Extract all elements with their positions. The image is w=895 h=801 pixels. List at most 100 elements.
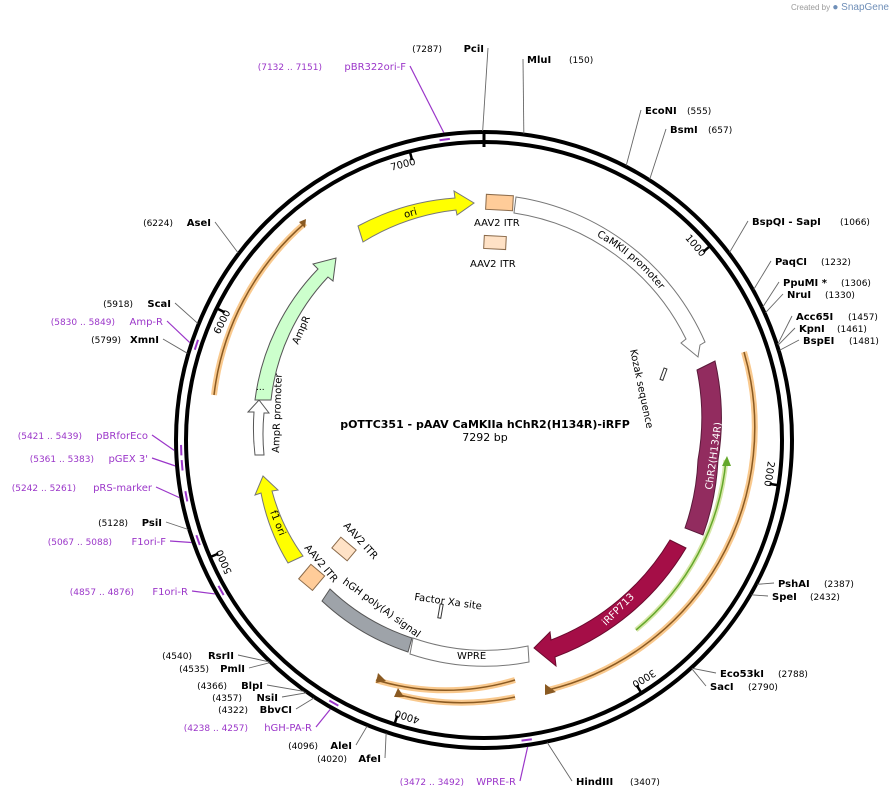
leader-kpni (777, 327, 796, 346)
site-name-f1ori-f: F1ori-F (132, 537, 167, 548)
site-name-rsrii: RsrII (208, 651, 234, 662)
tick-mark (635, 684, 642, 693)
site-name-bbvci: BbvCI (260, 705, 292, 716)
site-pos-pgex3: (5361 .. 5383) (30, 455, 94, 465)
factor-xa-label: Factor Xa site (414, 592, 483, 612)
orf-arc-bottom-2-line (395, 693, 516, 704)
site-pos-saci: (2790) (748, 683, 778, 693)
site-name-xmni: XmnI (130, 335, 159, 346)
site-pos-econi: (555) (687, 107, 711, 117)
ampr-dots: ... (256, 383, 265, 393)
site-name-bspei: BspEI (803, 336, 834, 347)
tick-mark (210, 552, 219, 558)
plasmid-name: pOTTC351 - pAAV CaMKIIa hChR2(H134R)-iRF… (340, 418, 630, 431)
site-name-pgex3: pGEX 3' (108, 454, 148, 465)
site-pos-eco53ki: (2788) (778, 670, 808, 680)
leader-amp-r (166, 320, 191, 344)
primer-mark-f1ori-r (217, 585, 225, 596)
site-pos-acc65i: (1457) (848, 313, 878, 323)
site-name-hindiii: HindIII (576, 777, 613, 788)
site-pos-hgh-pa-r: (4238 .. 4257) (184, 724, 248, 734)
leader-scai (174, 302, 199, 324)
leader-bspei (779, 339, 800, 351)
site-name-f1ori-r: F1ori-R (152, 587, 188, 598)
leader-prs-marker (155, 486, 180, 499)
site-pos-f1ori-f: (5067 .. 5088) (48, 538, 112, 548)
orf-green-head (722, 456, 731, 466)
orf-arc-right-line (547, 351, 756, 691)
site-pos-alei: (4096) (288, 742, 318, 752)
leader-spei (751, 594, 769, 597)
leader-bbvci (295, 697, 315, 710)
leader-wpre-r (519, 746, 529, 782)
site-name-amp-r: Amp-R (130, 317, 164, 328)
ampr-promoter-label: AmpR promoter (271, 372, 285, 453)
aav2-itr-4-box (331, 536, 357, 562)
site-pos-kpni: (1461) (837, 325, 867, 335)
site-name-afei: AfeI (358, 754, 381, 765)
tick-mark (393, 715, 399, 724)
site-pos-nsii: (4357) (212, 694, 242, 704)
aav2-itr-1-box (485, 193, 514, 212)
site-pos-pmli: (4535) (179, 665, 209, 675)
aav2-itr-2-label: AAV2 ITR (470, 259, 516, 270)
leader-ppumi (762, 281, 780, 308)
primer-mark-amp-r (193, 339, 199, 351)
site-name-eco53ki: Eco53kI (720, 669, 764, 680)
site-pos-hindiii: (3407) (630, 778, 660, 788)
site-pos-mlui: (150) (569, 56, 593, 66)
site-name-nsii: NsiI (257, 693, 278, 704)
leader-pbrforeco (151, 434, 175, 451)
tick-mark (769, 482, 778, 487)
site-name-spei: SpeI (772, 592, 797, 603)
site-pos-amp-r: (5830 .. 5849) (51, 318, 115, 328)
leader-rsrii (237, 654, 269, 663)
ampr-arrow (254, 257, 337, 401)
primer-mark-pgex3 (180, 460, 184, 471)
leader-acc65i (777, 315, 793, 345)
leader-hindiii (546, 742, 573, 782)
leader-pbr322ori-f (409, 65, 445, 133)
site-pos-nrui: (1330) (825, 291, 855, 301)
credit-prefix: Created by (790, 3, 831, 12)
camkii-label: CaMKII promoter (595, 229, 667, 292)
wpre-label: WPRE (457, 651, 486, 662)
site-pos-paqci: (1232) (821, 258, 851, 268)
hgh-polya-box (321, 588, 413, 653)
site-pos-rsrii: (4540) (162, 652, 192, 662)
site-pos-ppumi: (1306) (841, 279, 871, 289)
orf-tracks (211, 219, 758, 706)
site-pos-wpre-r: (3472 .. 3492) (400, 778, 464, 788)
orf-arc-left-head (299, 219, 306, 228)
site-name-hgh-pa-r: hGH-PA-R (264, 723, 312, 734)
leader-bsmi (649, 128, 667, 180)
snapgene-logo: ● SnapGene (832, 2, 889, 13)
site-name-mlui: MluI (527, 55, 551, 66)
ampr-promoter-arrow (246, 399, 271, 456)
site-name-acc65i: Acc65I (796, 312, 833, 323)
leader-f1ori-r (191, 590, 215, 595)
site-name-nrui: NruI (787, 290, 811, 301)
site-name-paqci: PaqCI (775, 257, 807, 268)
site-pos-bspei: (1481) (849, 337, 879, 347)
site-name-asei: AseI (187, 218, 211, 229)
ori-arrow (357, 190, 475, 243)
leader-psii (165, 521, 189, 530)
leader-pmli (248, 662, 270, 669)
site-name-saci: SacI (710, 682, 734, 693)
primer-mark-prs-marker (184, 491, 189, 502)
orf-green-arc-line (635, 459, 727, 631)
irfp-arrow (533, 539, 687, 668)
orf-arc-bottom-1-line (375, 679, 516, 691)
aav2-itr-1-label: AAV2 ITR (474, 218, 520, 229)
site-pos-pcii: (7287) (412, 45, 442, 55)
site-pos-pshai: (2387) (824, 580, 854, 590)
site-pos-asei: (6224) (143, 219, 173, 229)
site-pos-scai: (5918) (103, 300, 133, 310)
leader-f1ori-f (169, 540, 192, 544)
site-name-pbrforeco: pBRforEco (96, 431, 148, 442)
leader-nrui (765, 293, 784, 313)
site-pos-pbrforeco: (5421 .. 5439) (18, 432, 82, 442)
tick-label: 2000 (761, 460, 776, 487)
